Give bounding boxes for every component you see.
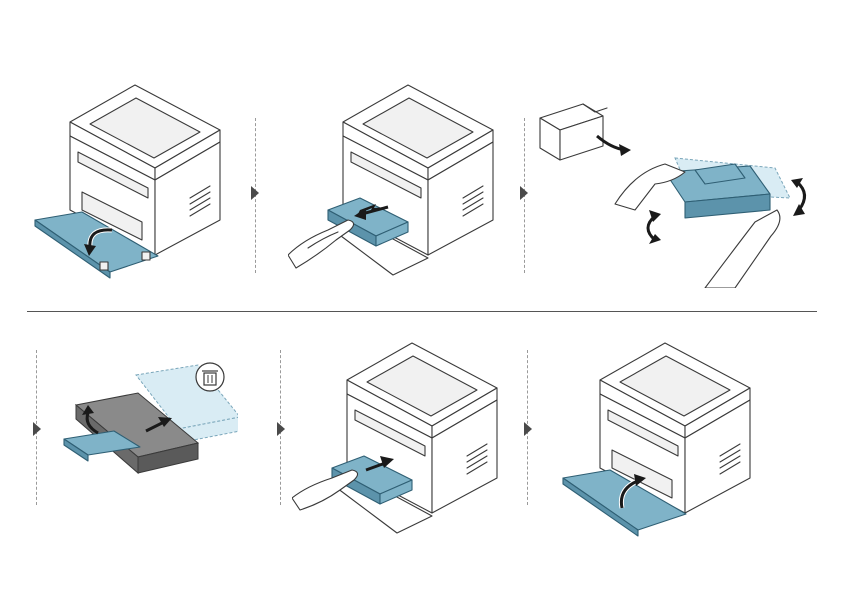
- row-divider: [27, 311, 817, 312]
- triangle-right-icon: [524, 422, 532, 436]
- remove-protective-cover-illustration: [63, 362, 238, 475]
- step-6-close-cover: [560, 338, 760, 538]
- step-4-remove-cover: [58, 355, 238, 485]
- step-1-open-cover: [30, 80, 230, 280]
- triangle-right-icon: [520, 186, 528, 200]
- step-5-insert-cartridge: [292, 338, 502, 538]
- step-3-shake-cartridge: [535, 98, 820, 288]
- step-2-remove-cartridge: [288, 80, 498, 280]
- printer-insert-cartridge-illustration: [292, 342, 498, 534]
- printer-close-cover-illustration: [562, 342, 751, 537]
- printer-remove-cartridge-illustration: [288, 84, 494, 276]
- triangle-right-icon: [277, 422, 285, 436]
- triangle-right-icon: [251, 186, 259, 200]
- triangle-right-icon: [33, 422, 41, 436]
- printer-open-cover-illustration: [34, 84, 221, 279]
- recycle-bin-icon: [195, 362, 225, 392]
- shake-cartridge-illustration: [539, 103, 806, 288]
